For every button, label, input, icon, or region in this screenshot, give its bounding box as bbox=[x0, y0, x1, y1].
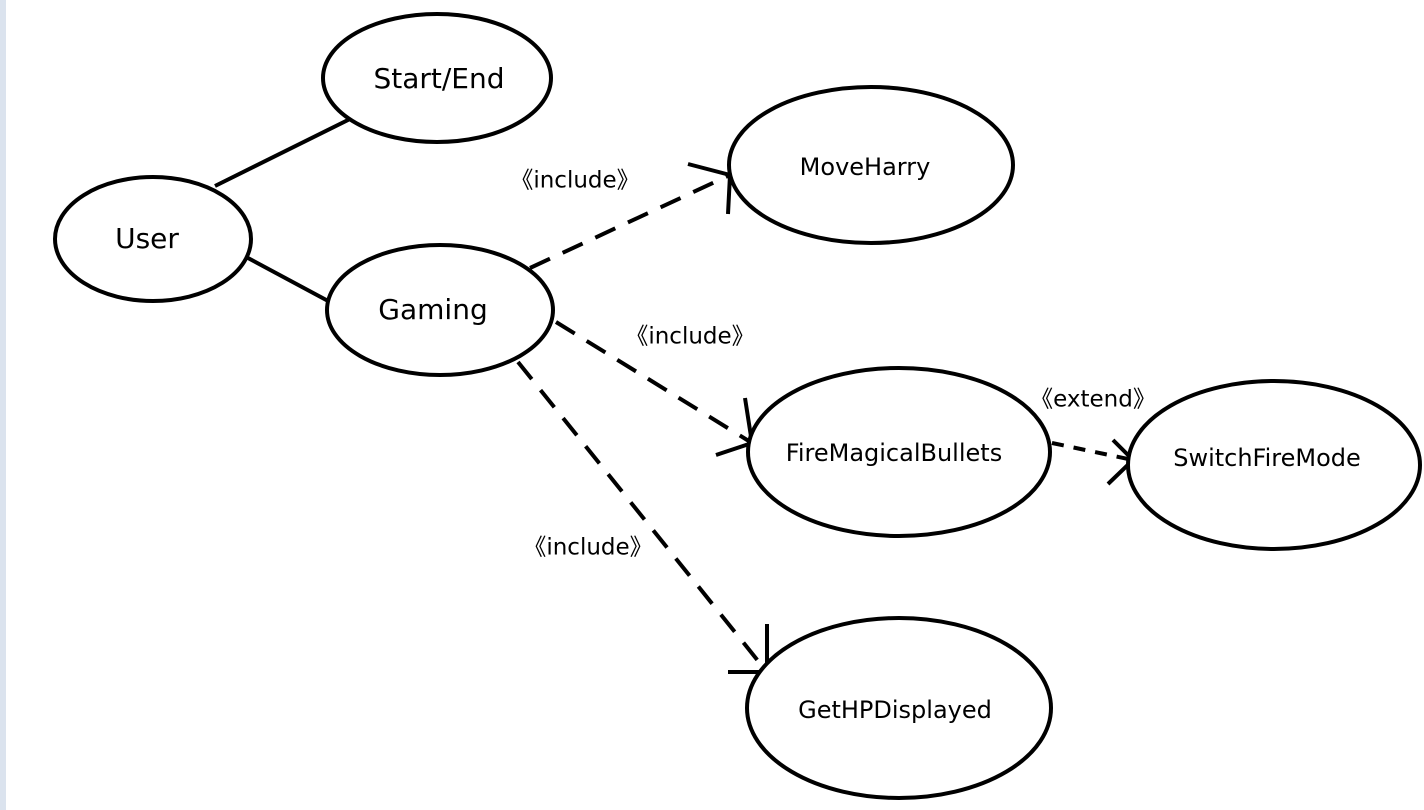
association-user-gaming bbox=[247, 256, 331, 304]
label-moveharry: MoveHarry bbox=[800, 153, 931, 181]
usecase-moveharry bbox=[727, 85, 1015, 245]
stereotype-extend-switchfiremode: 《extend》 bbox=[1030, 387, 1156, 413]
label-gaming: Gaming bbox=[378, 293, 487, 326]
stereotype-include-moveharry: 《include》 bbox=[510, 168, 639, 194]
usecase-switchfiremode bbox=[1126, 379, 1422, 551]
association-user-startend bbox=[214, 116, 353, 188]
label-user: User bbox=[115, 222, 179, 255]
label-firemagicalbullets: FireMagicalBullets bbox=[786, 439, 1002, 467]
window-edge-strip bbox=[0, 0, 6, 810]
include-arrow-moveharry bbox=[529, 173, 731, 270]
usecase-start-end bbox=[321, 12, 553, 144]
stereotype-include-gethpdisplayed: 《include》 bbox=[523, 535, 652, 561]
label-start-end: Start/End bbox=[373, 62, 504, 95]
stereotype-include-firemagicalbullets: 《include》 bbox=[625, 324, 754, 350]
extend-arrow-switchfiremode bbox=[1051, 441, 1134, 462]
usecase-gethpdisplayed bbox=[745, 616, 1053, 800]
label-switchfiremode: SwitchFireMode bbox=[1173, 444, 1361, 472]
label-gethpdisplayed: GetHPDisplayed bbox=[798, 696, 992, 724]
include-arrow-firemagicalbullets bbox=[554, 320, 754, 445]
arrowhead-moveharry bbox=[687, 162, 733, 215]
usecase-firemagicalbullets bbox=[746, 366, 1052, 538]
actor-user-ellipse bbox=[53, 175, 253, 303]
include-arrow-gethpdisplayed bbox=[516, 360, 769, 674]
usecase-gaming bbox=[325, 243, 555, 377]
